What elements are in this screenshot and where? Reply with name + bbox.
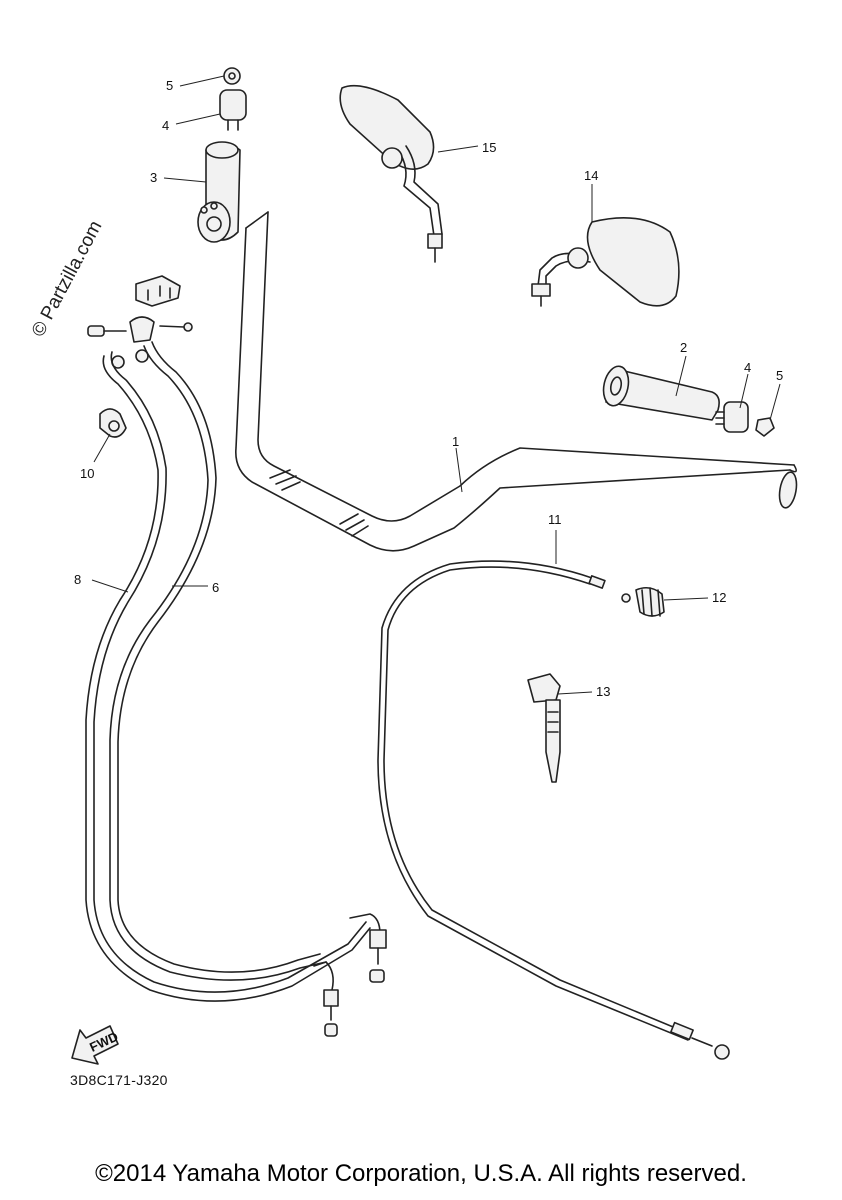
right-grip-part-2[interactable]: [600, 364, 720, 421]
right-mirror-part-15[interactable]: [339, 84, 443, 263]
brake-hose-part-8[interactable]: [85, 351, 371, 1002]
callout-8: 8: [74, 572, 81, 587]
throttle-cable-part-6[interactable]: [109, 341, 327, 981]
left-end-screw-part-5[interactable]: [223, 67, 241, 85]
callout-13: 13: [596, 684, 610, 699]
left-grip-end-part-4[interactable]: [219, 89, 247, 131]
callout-6: 6: [212, 580, 219, 595]
callout-3: 3: [150, 170, 157, 185]
right-end-screw-part-5[interactable]: [755, 417, 775, 437]
cable-band-part-13[interactable]: [527, 673, 561, 783]
left-grip-part-3[interactable]: [197, 141, 241, 243]
cable-holder[interactable]: [135, 275, 181, 307]
clamp-part-10[interactable]: [99, 408, 127, 438]
clutch-cable-part-11[interactable]: [377, 560, 730, 1060]
callout-5-right: 5: [776, 368, 783, 383]
callout-15: 15: [482, 140, 496, 155]
callout-5-left: 5: [166, 78, 173, 93]
callout-labels: 5 4 3 15 14 2 4 5 1 11 12 13 8 6 10: [74, 78, 783, 699]
watermark-text: © Partzilla.com: [28, 217, 107, 340]
handlebar-knurl-center: [339, 513, 369, 537]
leader-lines: [91, 75, 781, 695]
copyright-footer: ©2014 Yamaha Motor Corporation, U.S.A. A…: [95, 1160, 747, 1187]
right-grip-end-part-4[interactable]: [715, 401, 749, 433]
callout-1: 1: [452, 434, 459, 449]
callout-4-left: 4: [162, 118, 169, 133]
brake-hose-joint[interactable]: [87, 316, 193, 369]
fwd-arrow-icon: FWD: [71, 1025, 120, 1065]
throttle-cable-lower-fitting[interactable]: [313, 961, 339, 1037]
brake-hose-lower-fitting[interactable]: [349, 913, 387, 983]
handlebar-part-1[interactable]: [235, 211, 799, 552]
left-mirror-part-14[interactable]: [531, 217, 680, 307]
callout-14: 14: [584, 168, 598, 183]
callout-12: 12: [712, 590, 726, 605]
callout-10: 10: [80, 466, 94, 481]
callout-4-right: 4: [744, 360, 751, 375]
diagram-code: 3D8C171-J320: [70, 1072, 168, 1088]
callout-2: 2: [680, 340, 687, 355]
callout-11: 11: [548, 512, 562, 527]
handlebar-knurl-left: [269, 469, 301, 491]
cable-adjuster-part-12[interactable]: [621, 586, 665, 617]
